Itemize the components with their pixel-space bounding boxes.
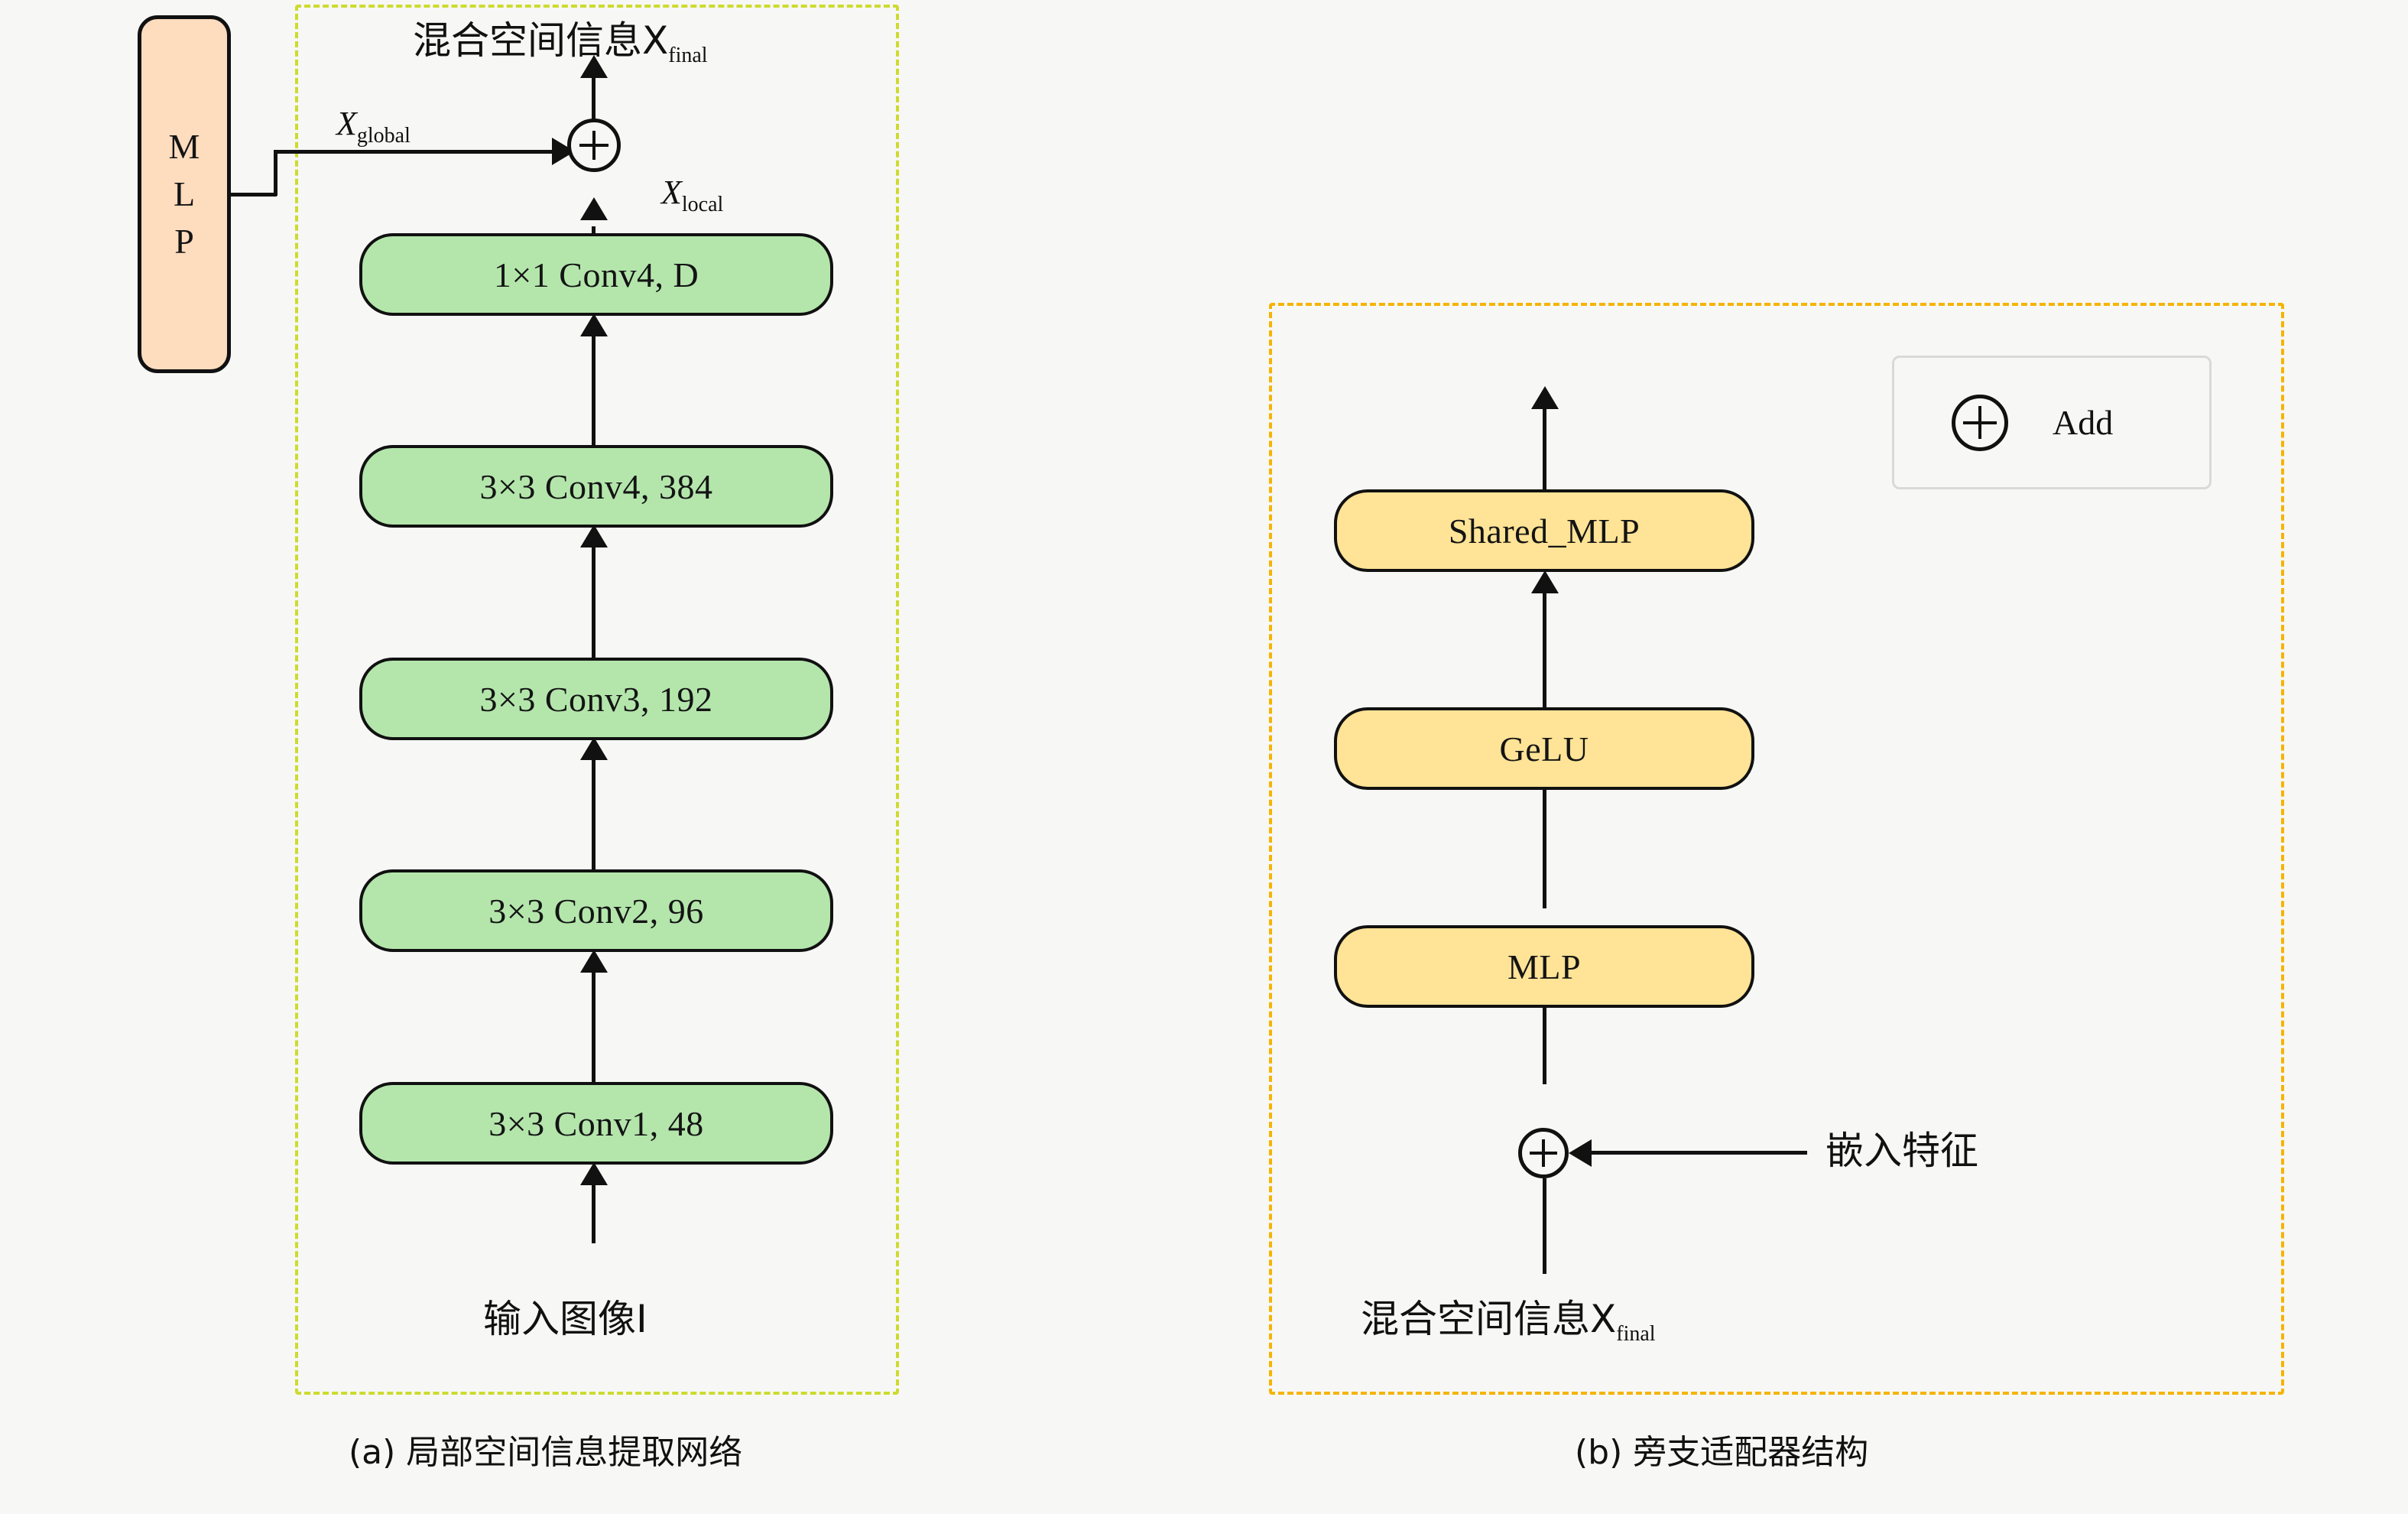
add-to-mlp-line xyxy=(1543,1008,1546,1084)
panel-a-caption: (a) 局部空间信息提取网络 xyxy=(349,1433,743,1472)
panel-b-input-label: 混合空间信息Xfinal xyxy=(1361,1297,1656,1346)
block-shared-mlp[interactable]: Shared_MLP xyxy=(1334,489,1754,572)
shared-mlp-output-arrowhead xyxy=(1531,386,1559,409)
block-gelu[interactable]: GeLU xyxy=(1334,707,1754,790)
plus-circle-icon xyxy=(1952,394,2008,451)
gelu-to-shared-mlp-arrowhead xyxy=(1531,570,1559,593)
x-local-subscript: local xyxy=(681,192,724,216)
conv1-stem xyxy=(592,1029,596,1084)
conv2-to-conv3-line xyxy=(592,757,596,817)
conv1-to-conv2-line xyxy=(592,970,596,1029)
side-mlp-letter-p: P xyxy=(174,222,194,261)
add-to-output-arrowhead xyxy=(580,55,608,78)
conv4-384-to-conv4-d-line xyxy=(592,334,596,394)
panel-b-caption: (b) 旁支适配器结构 xyxy=(1575,1433,1869,1472)
mlp-to-gelu-line xyxy=(1543,790,1546,908)
x-local-label: Xlocal xyxy=(661,174,724,216)
mlp-to-add-line xyxy=(274,150,555,154)
conv2-to-conv3-arrowhead xyxy=(580,737,608,760)
x-global-subscript: global xyxy=(356,123,411,148)
conv3-to-conv4-line xyxy=(592,544,596,604)
input-to-conv1-arrowhead xyxy=(580,1162,608,1185)
gelu-to-shared-mlp-line xyxy=(1543,590,1546,650)
conv3-to-conv4-arrowhead xyxy=(580,525,608,547)
panel-a-output-subscript: final xyxy=(668,44,708,67)
side-mlp-letter-l: L xyxy=(173,174,196,213)
embedding-feature-label: 嵌入特征 xyxy=(1825,1129,1978,1173)
block-conv2-96[interactable]: 3×3 Conv2, 96 xyxy=(359,869,833,952)
block-conv4-d[interactable]: 1×1 Conv4, D xyxy=(359,233,833,316)
gelu-stem xyxy=(1543,650,1546,710)
conv2-stem xyxy=(592,817,596,872)
side-mlp-letter-m: M xyxy=(168,127,200,166)
panel-b-input-line xyxy=(1543,1178,1546,1274)
mlp-elbow-segment-1 xyxy=(231,193,277,197)
legend-add: Add xyxy=(1892,356,2212,489)
add-operator-panel-a[interactable] xyxy=(567,119,621,172)
block-conv4-384[interactable]: 3×3 Conv4, 384 xyxy=(359,445,833,528)
block-conv1-48[interactable]: 3×3 Conv1, 48 xyxy=(359,1082,833,1165)
mlp-elbow-segment-2 xyxy=(274,150,277,196)
panel-b-input-subscript: final xyxy=(1616,1322,1656,1346)
conv1-to-conv2-arrowhead xyxy=(580,950,608,973)
conv4-384-to-conv4-d-arrowhead xyxy=(580,314,608,336)
input-to-conv1-line xyxy=(592,1182,596,1243)
embedding-to-add-line xyxy=(1578,1151,1807,1155)
add-operator-panel-b[interactable] xyxy=(1518,1128,1569,1178)
conv3-stem xyxy=(592,604,596,659)
x-global-label: Xglobal xyxy=(336,105,411,148)
block-mlp-panel-b[interactable]: MLP xyxy=(1334,925,1754,1008)
shared-mlp-output-line xyxy=(1543,405,1546,489)
conv4-384-stem xyxy=(592,394,596,447)
conv4d-to-add-arrowhead xyxy=(580,197,608,220)
side-mlp-block[interactable]: M L P xyxy=(138,15,231,373)
panel-a-input-label: 输入图像I xyxy=(483,1297,647,1341)
block-conv3-192[interactable]: 3×3 Conv3, 192 xyxy=(359,658,833,740)
embedding-to-add-arrowhead xyxy=(1569,1139,1592,1167)
legend-add-label: Add xyxy=(2053,403,2114,442)
add-to-output-line xyxy=(592,75,596,119)
panel-a-output-label: 混合空间信息Xfinal xyxy=(413,18,708,67)
